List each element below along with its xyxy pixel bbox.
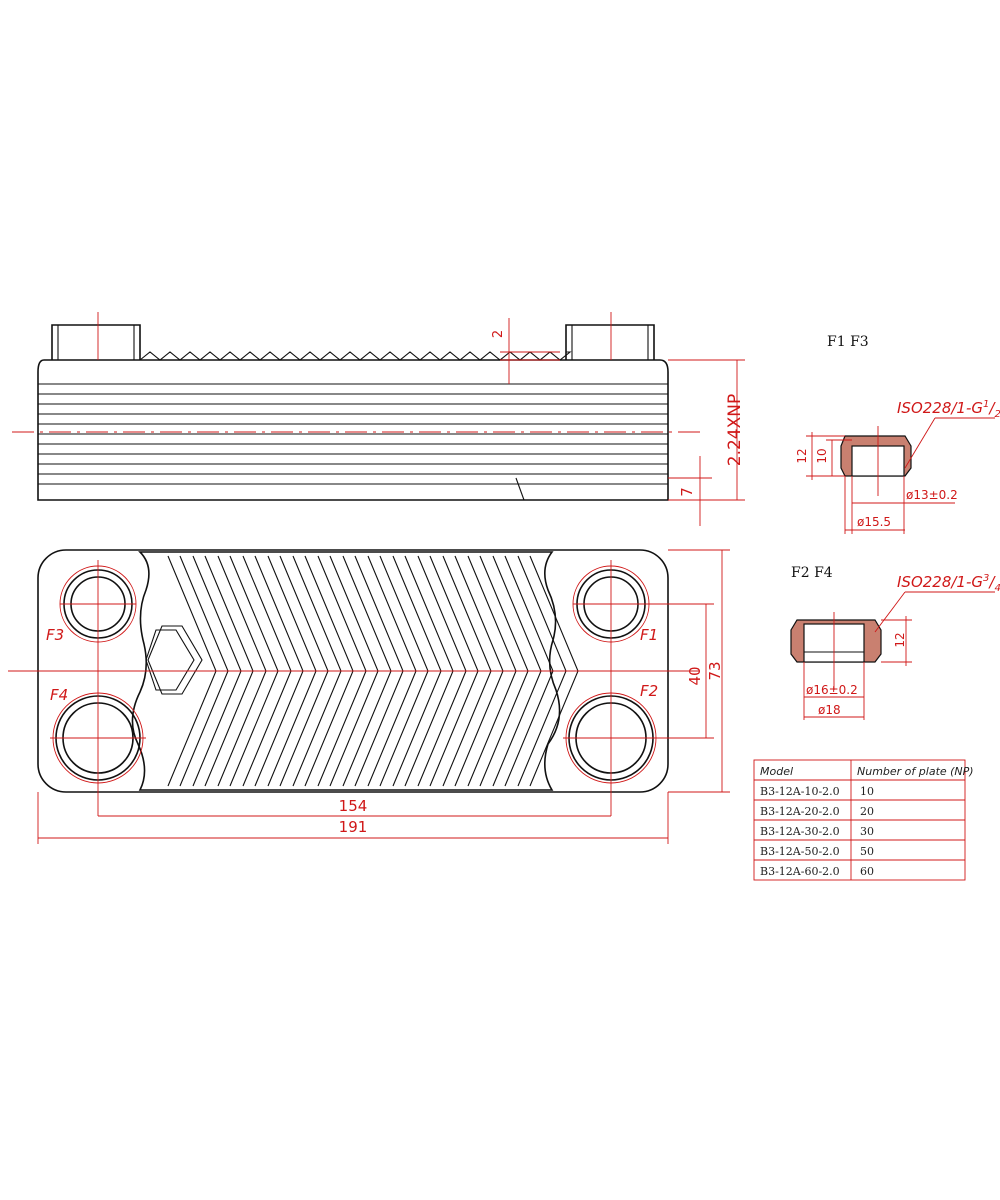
side-height-label: 2.24XNP	[725, 394, 745, 466]
inner-width-label: 154	[339, 797, 368, 815]
table-cell-np: 10	[860, 785, 874, 798]
f1f3-outer-dia: ø15.5	[857, 515, 891, 529]
f1f3-inner-dia: ø13±0.2	[906, 488, 958, 502]
right-port-boss	[565, 324, 655, 360]
table-row: B3-12A-50-2.0 50	[760, 845, 874, 858]
distribution-zone	[145, 625, 203, 695]
detail-f1-f3: F1 F3 ISO228/1-G1/2 12 10 ø13±0.2 ø15.5	[795, 334, 1000, 534]
front-view: F3 F1 F4 F2 154 191 40 73	[8, 549, 730, 844]
port-label-f3: F3	[46, 626, 64, 644]
f2f4-inner-dia: ø16±0.2	[806, 683, 858, 697]
port-label-f4: F4	[50, 686, 68, 704]
f1f3-dim-10: 10	[815, 448, 829, 463]
table-cell-model: B3-12A-10-2.0	[760, 785, 840, 798]
table-row: B3-12A-20-2.0 20	[760, 805, 874, 818]
f2f4-outer-dia: ø18	[818, 703, 841, 717]
table-row: B3-12A-10-2.0 10	[760, 785, 874, 798]
table-cell-model: B3-12A-30-2.0	[760, 825, 840, 838]
port-label-f1: F1	[640, 626, 658, 644]
inner-height-label: 40	[686, 666, 704, 685]
table-cell-model: B3-12A-60-2.0	[760, 865, 840, 878]
table-cell-np: 60	[860, 865, 874, 878]
total-width-label: 191	[339, 818, 368, 836]
side-bottom-label: 7	[678, 487, 696, 497]
detail-f1f3-title: F1 F3	[827, 334, 869, 350]
table-cell-model: B3-12A-20-2.0	[760, 805, 840, 818]
side-body	[37, 359, 669, 501]
total-height-label: 73	[706, 661, 724, 680]
table-header-np: Number of plate (NP)	[857, 765, 974, 778]
thread-label-f2f4: ISO228/1-G3/4	[897, 573, 1000, 594]
plate-lines	[38, 383, 668, 485]
detail-f2f4-title: F2 F4	[791, 565, 833, 581]
plate-edge-zigzag	[139, 351, 572, 361]
table-row: B3-12A-30-2.0 30	[760, 825, 874, 838]
thread-label-f1f3: ISO228/1-G1/2	[897, 399, 1000, 420]
port-label-f2: F2	[640, 682, 658, 700]
table-cell-np: 30	[860, 825, 874, 838]
f1f3-dim-12: 12	[795, 448, 809, 463]
table-cell-model: B3-12A-50-2.0	[760, 845, 840, 858]
table-cell-np: 20	[860, 805, 874, 818]
detail-f2-f4: F2 F4 ISO228/1-G3/4 12 ø16±0.2 ø18	[790, 565, 1000, 720]
table-row: B3-12A-60-2.0 60	[760, 865, 874, 878]
model-table: Model Number of plate (NP) B3-12A-10-2.0…	[753, 759, 974, 881]
table-cell-np: 50	[860, 845, 874, 858]
gasket-outline	[131, 551, 561, 791]
f2f4-dim-12: 12	[893, 632, 907, 647]
side-depth-label: 2	[491, 330, 506, 338]
left-port-boss	[51, 324, 141, 360]
table-header-model: Model	[760, 765, 793, 778]
side-view: 2 2.24XNP 7	[12, 312, 745, 526]
